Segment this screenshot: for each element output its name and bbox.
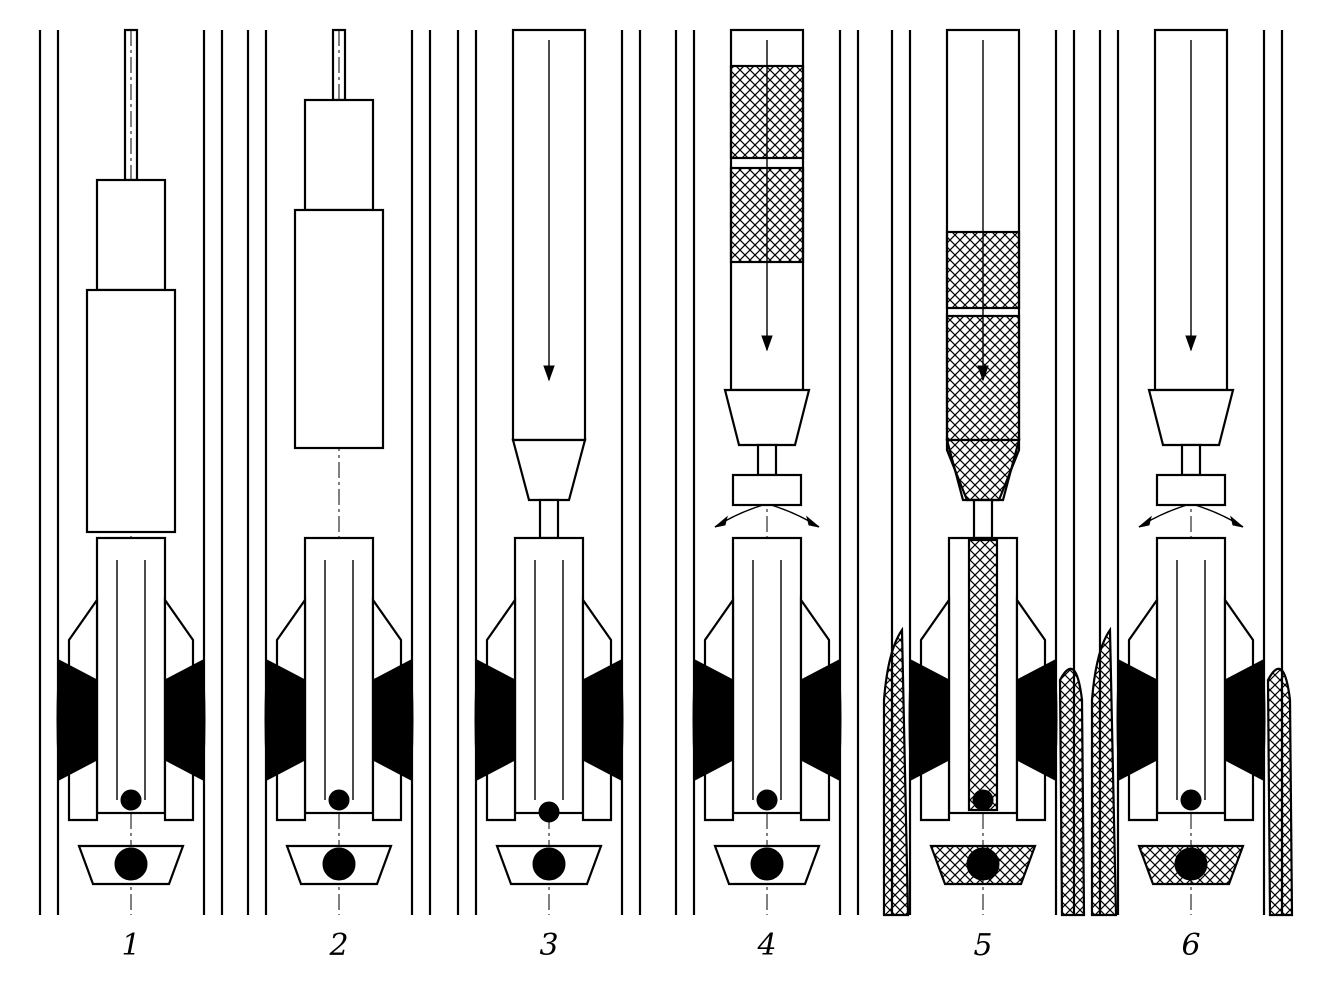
stage-label: 4: [756, 928, 776, 963]
lower-ball: [750, 847, 784, 881]
packer-rubber-left: [264, 659, 306, 781]
lower-ball: [1174, 847, 1208, 881]
flow-arrow-head: [1185, 335, 1197, 352]
packer-rubber-left: [474, 659, 516, 781]
upper-ball: [328, 789, 350, 811]
flow-arrow-right-head: [806, 515, 820, 528]
cement-plug-lower: [729, 166, 805, 264]
stage-panel-4: 4: [674, 28, 860, 963]
packer-rubber-left: [692, 659, 734, 781]
upper-ball: [756, 789, 778, 811]
packer-rubber-left: [56, 659, 98, 781]
stinger-neck: [1180, 443, 1202, 477]
packer-rubber-right: [1016, 659, 1058, 781]
upper-ball: [120, 789, 142, 811]
lower-ball: [966, 847, 1000, 881]
stinger-cone: [723, 388, 811, 447]
packer-rubber-left: [908, 659, 950, 781]
lower-ball: [532, 847, 566, 881]
annulus-cement-left: [1090, 626, 1118, 917]
packer-mandrel: [303, 536, 375, 815]
stinger-tip: [538, 498, 560, 540]
packer-mandrel: [513, 536, 585, 815]
annulus-cement-right: [1266, 667, 1294, 917]
packer-rubber-right: [582, 659, 624, 781]
stinger-neck: [756, 443, 778, 477]
packer-rubber-right: [372, 659, 414, 781]
packer-rubber-right: [1224, 659, 1266, 781]
cement-in-stinger: [945, 314, 1021, 502]
stage-panel-2: 2: [246, 28, 432, 963]
stage-label: 2: [328, 928, 348, 963]
flow-arrow-head: [543, 365, 555, 382]
stinger-cone: [1147, 388, 1235, 447]
stage-panel-5: 5: [882, 28, 1086, 963]
setting-tool-head: [303, 98, 375, 212]
packer-rubber-right: [800, 659, 842, 781]
flow-arrow-right-head: [1230, 515, 1244, 528]
packer-mandrel: [1155, 536, 1227, 815]
stinger-nozzle: [731, 473, 803, 507]
cement-plug-upper: [729, 64, 805, 160]
packer-mandrel: [731, 536, 803, 815]
flow-arrow-head: [761, 335, 773, 352]
stage-label: 6: [1181, 928, 1200, 963]
flow-arrow-left-head: [1138, 515, 1152, 528]
stage-label: 1: [121, 928, 140, 963]
packer-mandrel: [95, 536, 167, 815]
stinger-tip: [972, 498, 994, 540]
cement-in-mandrel: [967, 538, 999, 812]
stinger-cone: [511, 438, 587, 502]
lower-ball: [322, 847, 356, 881]
annulus-cement-right: [1058, 667, 1086, 917]
cement-plug-upper: [945, 230, 1021, 310]
upper-ball: [972, 789, 994, 811]
setting-tool-body: [293, 208, 385, 450]
flow-arrow-left-head: [714, 515, 728, 528]
packer-rubber-left: [1116, 659, 1158, 781]
stage-panel-6: 6: [1090, 28, 1294, 963]
setting-tool-body: [85, 288, 177, 534]
stage-label: 5: [973, 928, 992, 963]
upper-ball: [1180, 789, 1202, 811]
lower-ball: [114, 847, 148, 881]
stage-panel-1: 1: [38, 28, 224, 963]
setting-tool-head: [95, 178, 167, 292]
packer-rubber-right: [164, 659, 206, 781]
stage-panel-3: 3: [456, 28, 642, 963]
stage-label: 3: [539, 928, 558, 963]
stinger-nozzle: [1155, 473, 1227, 507]
upper-ball: [538, 801, 560, 823]
annulus-cement-left: [882, 626, 910, 917]
